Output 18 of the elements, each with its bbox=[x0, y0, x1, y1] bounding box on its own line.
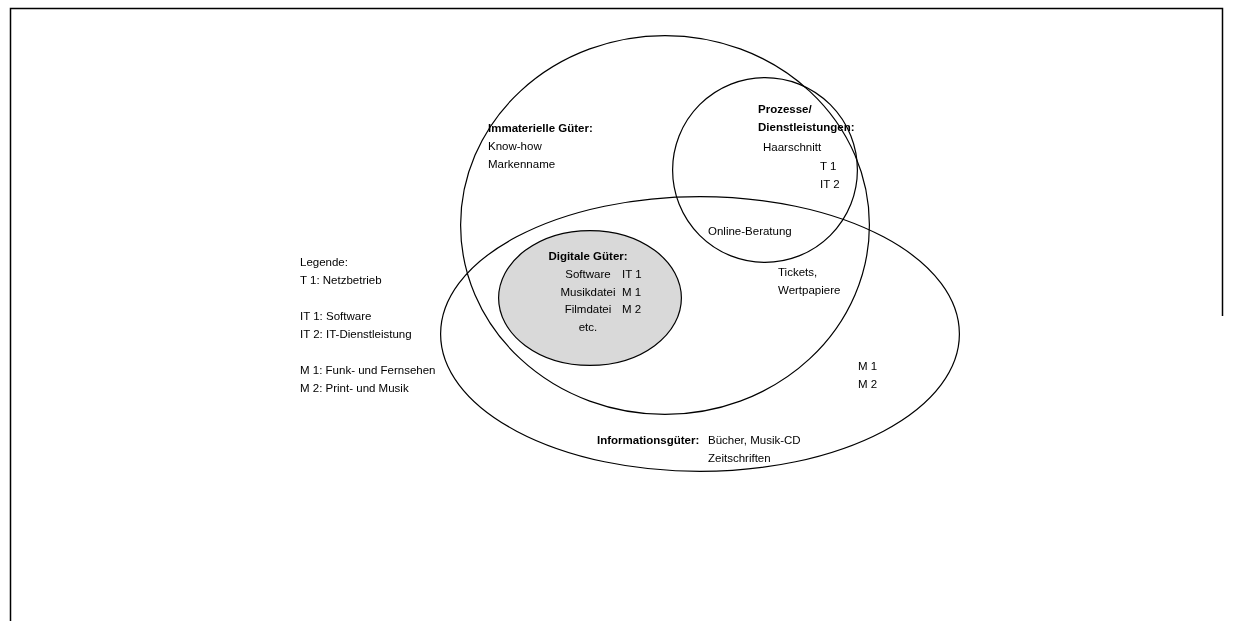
example-text: Haarschnitt bbox=[763, 140, 823, 155]
sector-codes: T 1 IT 2 bbox=[820, 159, 841, 192]
legend-heading: Legende: bbox=[300, 255, 348, 270]
sector-codes: M 1 M 2 bbox=[858, 359, 879, 392]
area-label: Online-Beratung bbox=[708, 224, 792, 239]
example-text: Tickets, Wertpapiere bbox=[778, 265, 842, 298]
legend-entry: IT 2: IT-Dienstleistung bbox=[300, 327, 412, 342]
legend-entry: IT 1: Software bbox=[300, 309, 372, 324]
example-list: Software Musikdatei Filmdatei etc. bbox=[554, 266, 622, 336]
legend-entry: M 2: Print- und Musik bbox=[300, 381, 409, 396]
example-list: Bücher, Musik-CD Zeitschriften bbox=[708, 432, 818, 467]
example-list: Know-how Markenname bbox=[488, 138, 588, 173]
legend-entry: M 1: Funk- und Fernsehen bbox=[300, 363, 436, 378]
sector-codes: IT 1 M 1 M 2 bbox=[622, 267, 643, 317]
set-heading: Immaterielle Güter: bbox=[488, 121, 594, 136]
legend-entry: T 1: Netzbetrieb bbox=[300, 273, 382, 288]
set-heading: Informationsgüter: bbox=[597, 433, 701, 448]
set-heading: Digitale Güter: bbox=[547, 249, 629, 264]
